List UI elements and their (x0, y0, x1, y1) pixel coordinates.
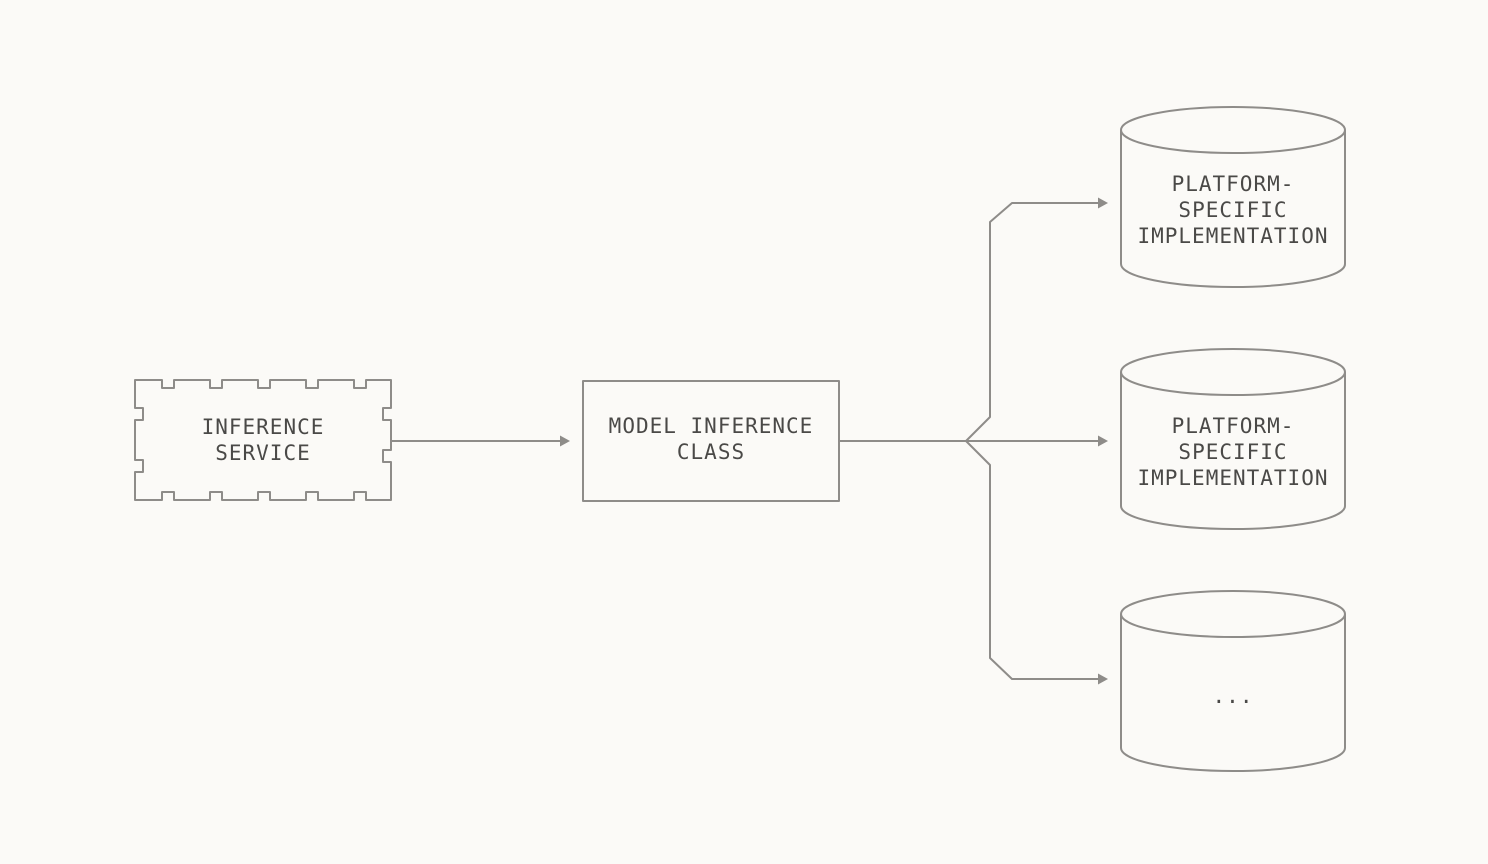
model-inference-class-label-line2: CLASS (677, 440, 745, 464)
inference-service-shape (134, 379, 392, 501)
more-impl-cylinder (1120, 614, 1346, 772)
inference-service-label-line1: INFERENCE (202, 415, 325, 439)
model-inference-class-node: MODEL INFERENCE CLASS (582, 380, 840, 502)
arrow-service-to-model (390, 435, 570, 447)
branch-connectors (838, 197, 1108, 685)
platform-impl-1-cylinder (1120, 130, 1346, 288)
model-inference-class-label-line1: MODEL INFERENCE (609, 414, 814, 438)
more-impl-node: ... (1120, 590, 1346, 772)
more-impl-label: ... (1213, 684, 1254, 708)
inference-service-node: INFERENCE SERVICE (134, 379, 392, 501)
platform-impl-1-label-line1: PLATFORM- (1172, 172, 1295, 196)
platform-impl-2-label-line1: PLATFORM- (1172, 414, 1295, 438)
platform-impl-1-label-line2: SPECIFIC (1178, 198, 1287, 222)
platform-impl-1-label-line3: IMPLEMENTATION (1137, 224, 1328, 248)
platform-impl-2-label-line3: IMPLEMENTATION (1137, 466, 1328, 490)
inference-service-label-line2: SERVICE (215, 441, 311, 465)
platform-impl-2-node: PLATFORM- SPECIFIC IMPLEMENTATION (1120, 348, 1346, 530)
platform-impl-2-label-line2: SPECIFIC (1178, 440, 1287, 464)
platform-impl-2-cylinder (1120, 372, 1346, 530)
platform-impl-1-node: PLATFORM- SPECIFIC IMPLEMENTATION (1120, 106, 1346, 288)
